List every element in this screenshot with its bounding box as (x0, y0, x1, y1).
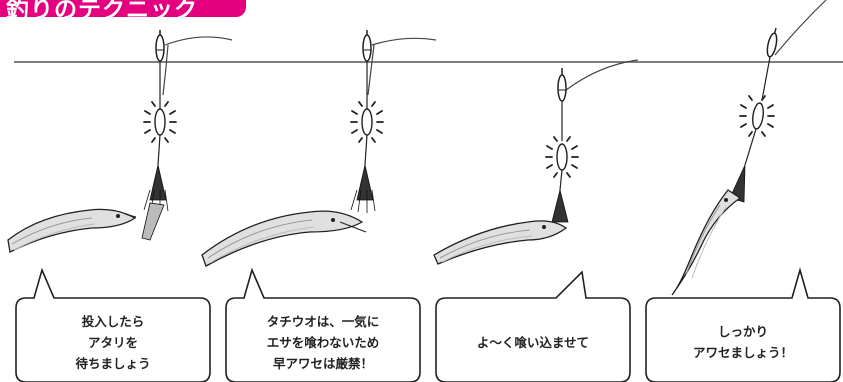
float-icon (155, 30, 165, 74)
fishing-line (565, 59, 639, 91)
bite-indicator-light-icon (143, 74, 177, 143)
fishing-line (367, 44, 375, 96)
step-3-scene (433, 59, 639, 265)
bite-indicator-light-icon (739, 95, 775, 137)
title-banner: 釣りのテクニック (0, 0, 246, 17)
step-4-scene (671, 0, 827, 296)
bait-lure-icon (551, 189, 569, 223)
step-2-scene (201, 30, 437, 267)
step-4-text: しっかり アワセましょう！ (692, 324, 793, 360)
fishing-line (371, 37, 437, 46)
cutlassfish-icon (433, 220, 568, 265)
cutlassfish-icon (671, 189, 742, 296)
bait-lure-icon (350, 164, 376, 213)
step-2-text: タチウオは、一気に エサを喰わないため 早アワセは厳禁！ (266, 313, 380, 371)
fishing-line (774, 0, 827, 56)
fishing-line (162, 44, 169, 96)
cutlassfish-icon (7, 208, 137, 253)
bait-lure-icon (141, 164, 169, 241)
step-3-text: よ～く喰い込ませて (476, 334, 590, 350)
float-icon (362, 30, 372, 74)
page-title: 釣りのテクニック (6, 0, 198, 17)
float-icon (557, 68, 567, 141)
fishing-line (164, 36, 233, 46)
float-icon (761, 27, 778, 101)
bite-indicator-light-icon (350, 74, 384, 143)
step-1-text: 投入したら アタリを 待ちましょう (75, 313, 151, 371)
step-1-scene (7, 30, 233, 253)
cutlassfish-icon (201, 210, 367, 267)
